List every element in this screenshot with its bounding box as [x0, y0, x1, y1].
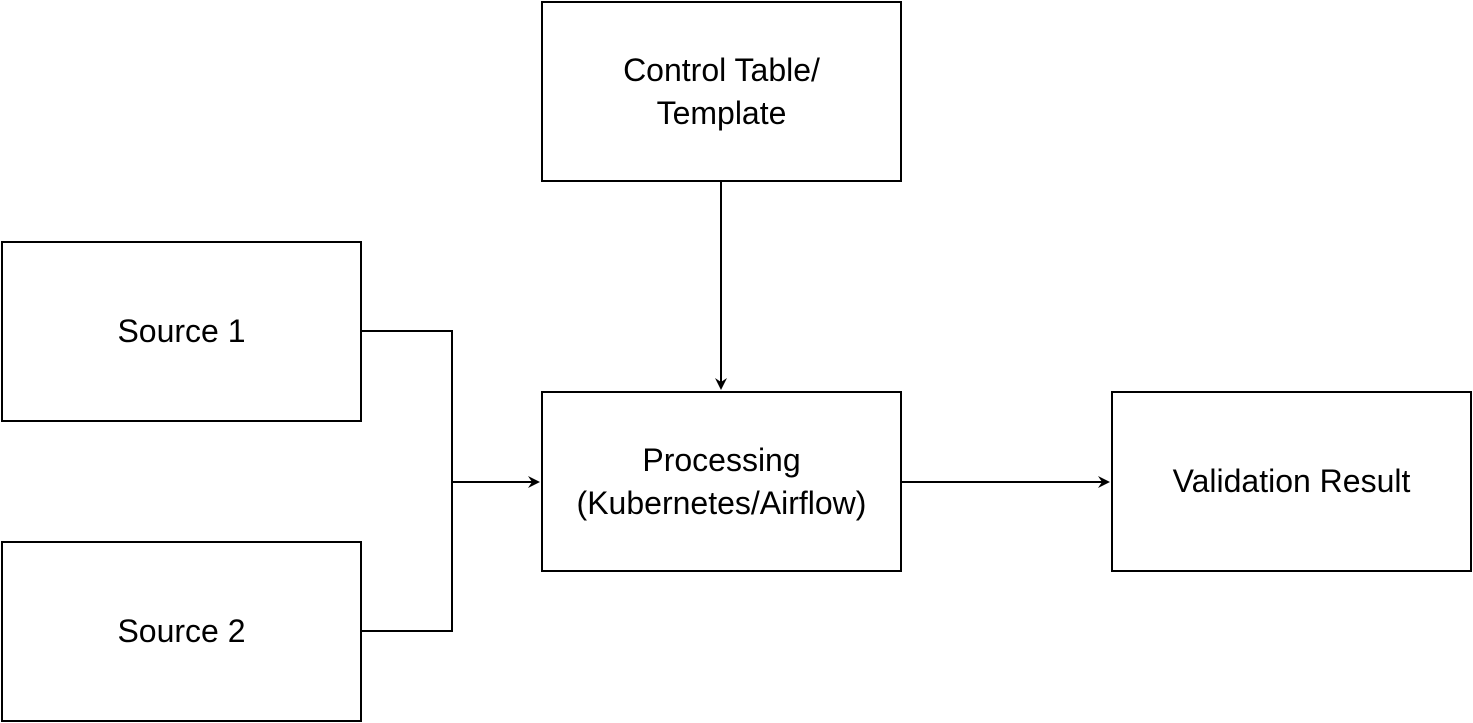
edge-source1-to-merge [362, 330, 453, 482]
validation-result-label: Validation Result [1172, 463, 1411, 499]
processing-node[interactable]: Processing (Kubernetes/Airflow) [541, 391, 902, 572]
source-2-node[interactable]: Source 2 [1, 541, 362, 722]
source-2-label: Source 2 [117, 613, 246, 649]
source-1-label: Source 1 [117, 313, 246, 349]
edge-source2-to-merge [362, 482, 453, 632]
processing-label: Processing (Kubernetes/Airflow) [576, 441, 867, 521]
validation-result-node[interactable]: Validation Result [1111, 391, 1472, 572]
control-table-node[interactable]: Control Table/ Template [541, 1, 902, 182]
source-1-node[interactable]: Source 1 [1, 241, 362, 422]
control-table-label: Control Table/ Template [623, 51, 820, 131]
